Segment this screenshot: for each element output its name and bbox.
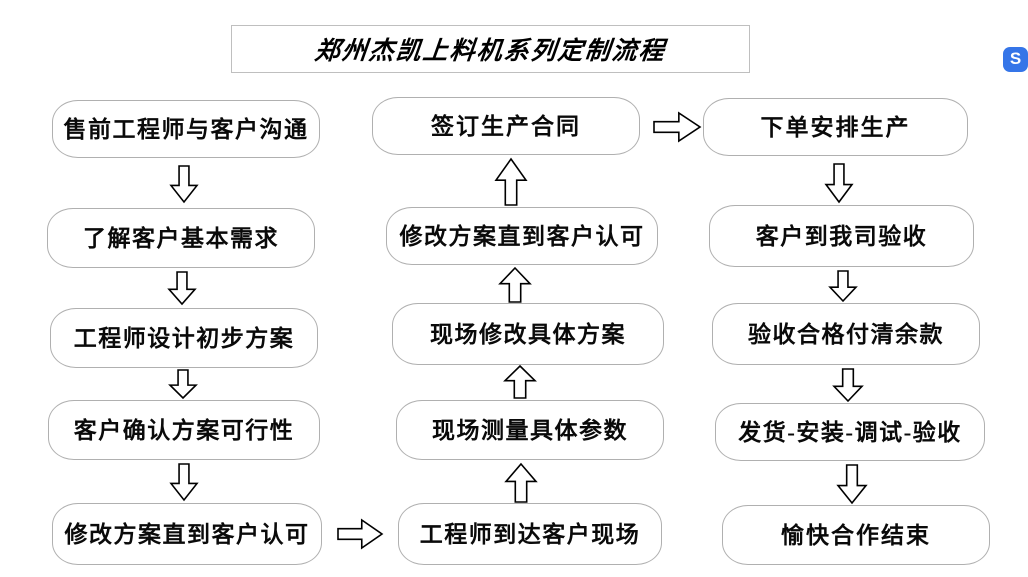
flow-arrow-down-icon: [168, 369, 198, 400]
flow-node-label: 现场修改具体方案: [430, 321, 626, 347]
flow-node-label: 现场测量具体参数: [432, 417, 628, 443]
flow-arrow-down-icon: [169, 165, 199, 204]
sogou-badge-icon: S: [1003, 47, 1028, 72]
flow-arrow-down-icon: [836, 464, 868, 505]
flow-node-label: 验收合格付清余款: [748, 321, 944, 347]
flow-arrow-down-icon: [832, 368, 864, 403]
flow-node: 售前工程师与客户沟通: [52, 100, 320, 158]
chart-title-text: 郑州杰凯上料机系列定制流程: [313, 38, 668, 65]
flow-node-label: 工程师设计初步方案: [73, 325, 295, 351]
flow-node: 验收合格付清余款: [712, 303, 980, 365]
flow-node: 愉快合作结束: [722, 505, 990, 565]
flow-node: 了解客户基本需求: [47, 208, 315, 268]
flow-node-label: 愉快合作结束: [781, 522, 931, 548]
flow-arrow-right-icon: [653, 111, 702, 143]
flow-node-label: 了解客户基本需求: [83, 225, 279, 251]
flow-arrow-up-icon: [494, 157, 528, 206]
flow-node: 工程师到达客户现场: [398, 503, 662, 565]
flow-node-label: 发货-安装-调试-验收: [738, 419, 962, 445]
badge-glyph: S: [1009, 49, 1022, 68]
flow-node-label: 下单安排生产: [760, 114, 911, 140]
flow-arrow-down-icon: [828, 270, 858, 303]
flow-node-label: 修改方案直到客户认可: [399, 223, 645, 249]
flow-node-label: 客户确认方案可行性: [73, 417, 295, 443]
flow-node-label: 签订生产合同: [431, 113, 581, 139]
flow-node: 客户到我司验收: [709, 205, 974, 267]
flow-arrow-up-icon: [503, 364, 537, 399]
flow-node: 修改方案直到客户认可: [52, 503, 322, 565]
flow-node-label: 修改方案直到客户认可: [64, 521, 310, 547]
flow-node-label: 售前工程师与客户沟通: [63, 116, 309, 142]
flow-node: 下单安排生产: [703, 98, 968, 156]
flow-node: 发货-安装-调试-验收: [715, 403, 985, 461]
flow-arrow-down-icon: [167, 271, 197, 306]
flow-node: 客户确认方案可行性: [48, 400, 320, 460]
flow-arrow-down-icon: [169, 463, 199, 502]
flow-node: 工程师设计初步方案: [50, 308, 318, 368]
flow-arrow-up-icon: [498, 266, 532, 303]
flow-node-label: 工程师到达客户现场: [419, 521, 641, 547]
flow-node: 修改方案直到客户认可: [386, 207, 658, 265]
flow-node: 现场修改具体方案: [392, 303, 664, 365]
flow-node: 现场测量具体参数: [396, 400, 664, 460]
flow-arrow-up-icon: [504, 462, 538, 503]
flow-node: 签订生产合同: [372, 97, 640, 155]
flow-arrow-right-icon: [337, 518, 384, 550]
flow-arrow-down-icon: [824, 163, 854, 204]
chart-title-box: 郑州杰凯上料机系列定制流程: [231, 25, 750, 73]
flow-node-label: 客户到我司验收: [755, 223, 928, 249]
